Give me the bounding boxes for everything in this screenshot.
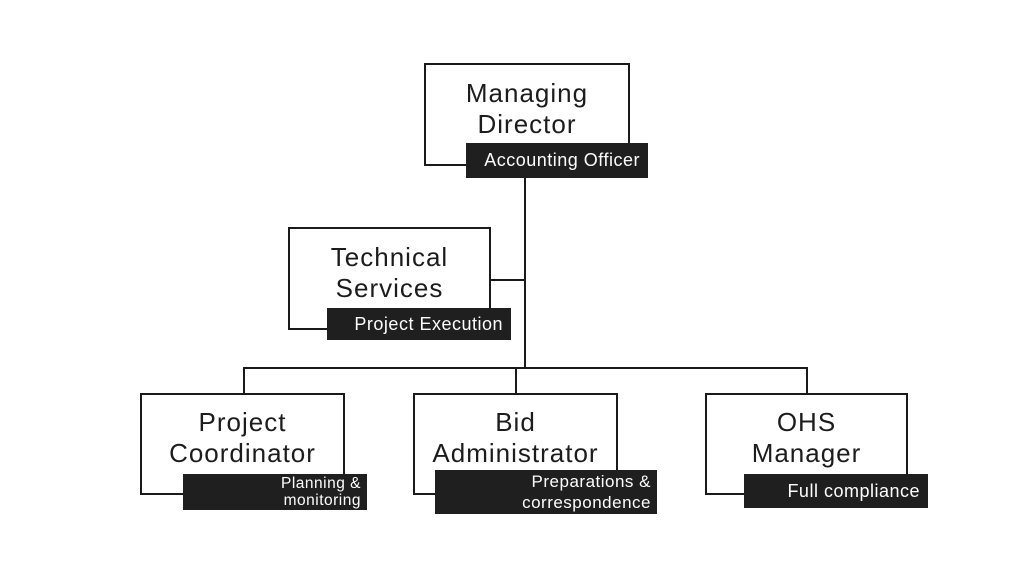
node-title-technical-services: Technical Services [330, 241, 449, 303]
connector-drop-project-coordinator [243, 369, 245, 394]
node-title-project-coordinator: Project Coordinator [169, 407, 316, 468]
connector-drop-bid-administrator [515, 369, 517, 394]
tag-preparations-correspondence: Preparations & correspondence [435, 470, 657, 514]
node-title-managing-director: Managing Director [465, 77, 589, 139]
connector-drop-ohs-manager [806, 369, 808, 394]
connector-technical-services-branch [489, 279, 526, 281]
tag-full-compliance: Full compliance [744, 474, 928, 508]
tag-planning-monitoring: Planning & monitoring [183, 474, 367, 510]
connector-trunk-vertical [524, 177, 526, 369]
tag-accounting-officer: Accounting Officer [466, 143, 648, 178]
connector-horizontal-branch [243, 367, 808, 369]
node-title-ohs-manager: OHS Manager [751, 407, 862, 468]
node-title-bid-administrator: Bid Administrator [432, 407, 599, 468]
tag-project-execution: Project Execution [327, 308, 511, 340]
